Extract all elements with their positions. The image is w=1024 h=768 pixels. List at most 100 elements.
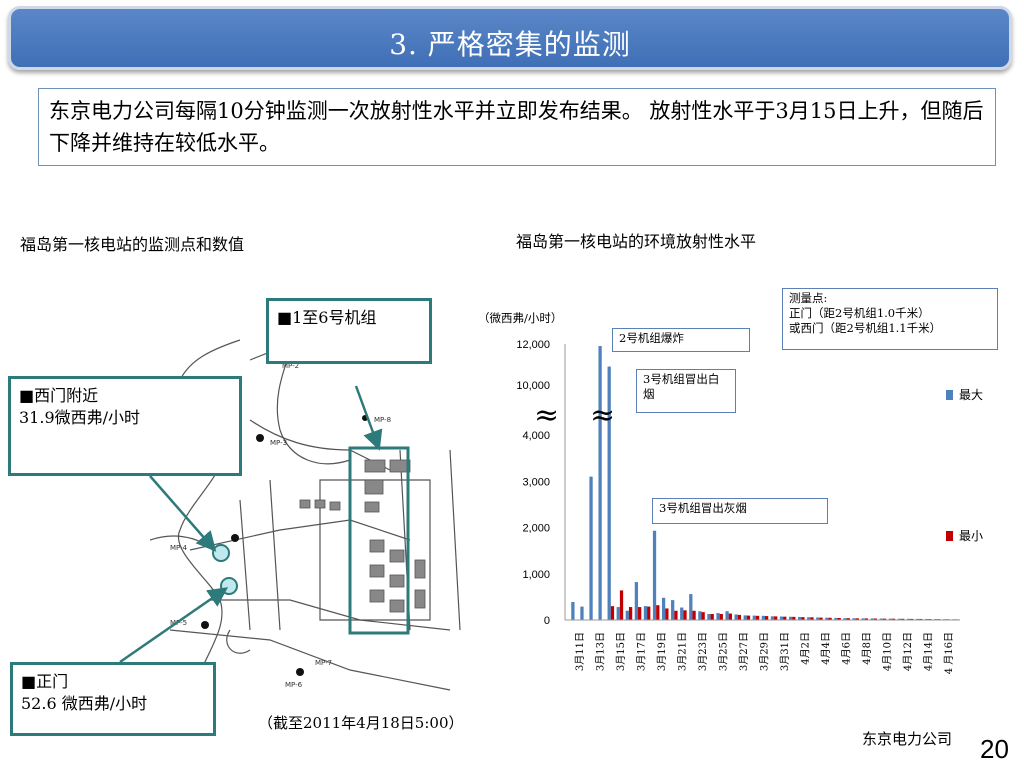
- bar-max: [825, 617, 829, 620]
- legend-max-swatch: [946, 389, 953, 400]
- bar-max: [716, 613, 720, 620]
- y-tick-label: 12,000: [516, 339, 550, 351]
- bar-max: [725, 611, 729, 620]
- units-callout-text: ■1至6号机组: [277, 308, 377, 327]
- x-tick-label: 3月19日: [656, 632, 668, 671]
- bar-min: [746, 615, 751, 620]
- map-label: MP-4: [170, 544, 188, 552]
- west-gate-callout: ■西门附近 31.9微西弗/小时: [8, 376, 242, 476]
- bar-min: [855, 618, 859, 620]
- x-tick-label: 3月29日: [759, 632, 771, 671]
- west-gate-marker: [212, 544, 230, 562]
- legend-max: 最大: [946, 386, 983, 403]
- y-tick-label: 2,000: [522, 523, 550, 535]
- map-label: MP-8: [374, 416, 391, 424]
- x-tick-label: 3月17日: [635, 632, 647, 671]
- y-tick-label: 10,000: [516, 380, 550, 392]
- map-label: MP-3: [270, 439, 287, 447]
- bar-min: [719, 613, 723, 620]
- bar-max: [589, 476, 593, 620]
- bar-max: [652, 530, 657, 620]
- bar-max: [616, 607, 620, 620]
- bar-min: [819, 617, 823, 620]
- bar-max: [924, 618, 929, 620]
- bar-max: [734, 614, 738, 620]
- bar-max: [906, 618, 911, 620]
- bar-min: [638, 607, 642, 620]
- bar-max: [634, 582, 639, 620]
- bar-max: [807, 617, 811, 620]
- bar-min: [710, 613, 714, 620]
- main-gate-callout: ■正门 52.6 微西弗/小时: [10, 662, 216, 736]
- x-tick-label: 4月12日: [902, 632, 914, 671]
- bar-max: [915, 618, 920, 620]
- bar-max: [671, 600, 675, 620]
- y-tick-label: 1,000: [522, 569, 550, 581]
- bar-min: [919, 618, 923, 620]
- chart-unit: （微西弗/小时）: [478, 311, 563, 325]
- chart-section-label: 福岛第一核电站的环境放射性水平: [516, 232, 757, 251]
- bar-max: [834, 617, 838, 620]
- bar-max: [752, 615, 756, 620]
- bar-max: [580, 606, 584, 620]
- bar-max: [607, 366, 611, 620]
- explosion-annotation: 2号机组爆炸: [612, 328, 750, 352]
- bar-max: [689, 594, 693, 620]
- bar-max: [843, 618, 847, 620]
- bar-max: [879, 618, 883, 620]
- x-tick-label: 3月25日: [717, 632, 729, 671]
- x-tick-label: 4月10日: [882, 632, 894, 671]
- bar-min: [728, 613, 732, 620]
- bar-max: [571, 601, 575, 620]
- bar-min: [792, 616, 796, 620]
- as-of-note: （截至2011年4月18日5:00）: [258, 714, 464, 732]
- bar-min: [891, 618, 896, 620]
- x-tick-label: 3月11日: [574, 632, 586, 671]
- company-name: 东京电力公司: [862, 730, 953, 748]
- bar-min: [910, 618, 914, 620]
- bar-min: [628, 607, 633, 620]
- bar-max: [897, 618, 902, 620]
- x-tick-label: 3月31日: [779, 632, 791, 671]
- bar-min: [783, 616, 787, 620]
- bar-min: [810, 617, 814, 620]
- main-gate-name: ■正门: [21, 672, 69, 691]
- x-tick-label: 4月2日: [800, 632, 812, 665]
- bar-min: [828, 617, 832, 620]
- bar-max: [888, 618, 892, 620]
- page-number: 20: [980, 734, 1009, 764]
- bar-max: [788, 616, 793, 620]
- bar-max: [798, 616, 802, 620]
- white-smoke-annotation: 3号机组冒出白烟: [636, 369, 736, 413]
- bar-min: [765, 616, 769, 620]
- bar-max: [779, 616, 784, 620]
- bar-max: [707, 613, 711, 620]
- bar-max: [598, 346, 602, 620]
- bar-min: [837, 617, 841, 620]
- bar-min: [864, 618, 869, 620]
- x-tick-label: 4月4日: [820, 632, 832, 665]
- x-tick-label: 3月21日: [676, 632, 688, 671]
- bar-min: [801, 617, 805, 620]
- bar-max: [698, 611, 702, 620]
- legend-min: 最小: [946, 527, 983, 544]
- legend-min-label: 最小: [959, 529, 984, 543]
- bar-min: [846, 618, 850, 620]
- bar-min: [692, 610, 696, 620]
- bar-min: [882, 618, 887, 620]
- bar-min: [665, 608, 669, 620]
- west-gate-value: 31.9微西弗/小时: [19, 408, 141, 427]
- y-tick-label: 4,000: [522, 430, 550, 442]
- page-title: 3. 严格密集的监测: [389, 28, 631, 61]
- main-gate-value: 52.6 微西弗/小时: [21, 694, 148, 713]
- x-tick-label: 3月15日: [615, 632, 627, 671]
- map-label: MP-2: [282, 362, 299, 370]
- x-tick-label: 4月8日: [861, 632, 873, 665]
- bar-max: [770, 616, 775, 620]
- x-tick-label: 4月6日: [841, 632, 853, 665]
- map-section-label: 福岛第一核电站的监测点和数值: [20, 235, 245, 254]
- bar-min: [656, 605, 660, 620]
- x-tick-label: 3月27日: [738, 632, 750, 671]
- x-tick-label: 3月13日: [594, 632, 606, 671]
